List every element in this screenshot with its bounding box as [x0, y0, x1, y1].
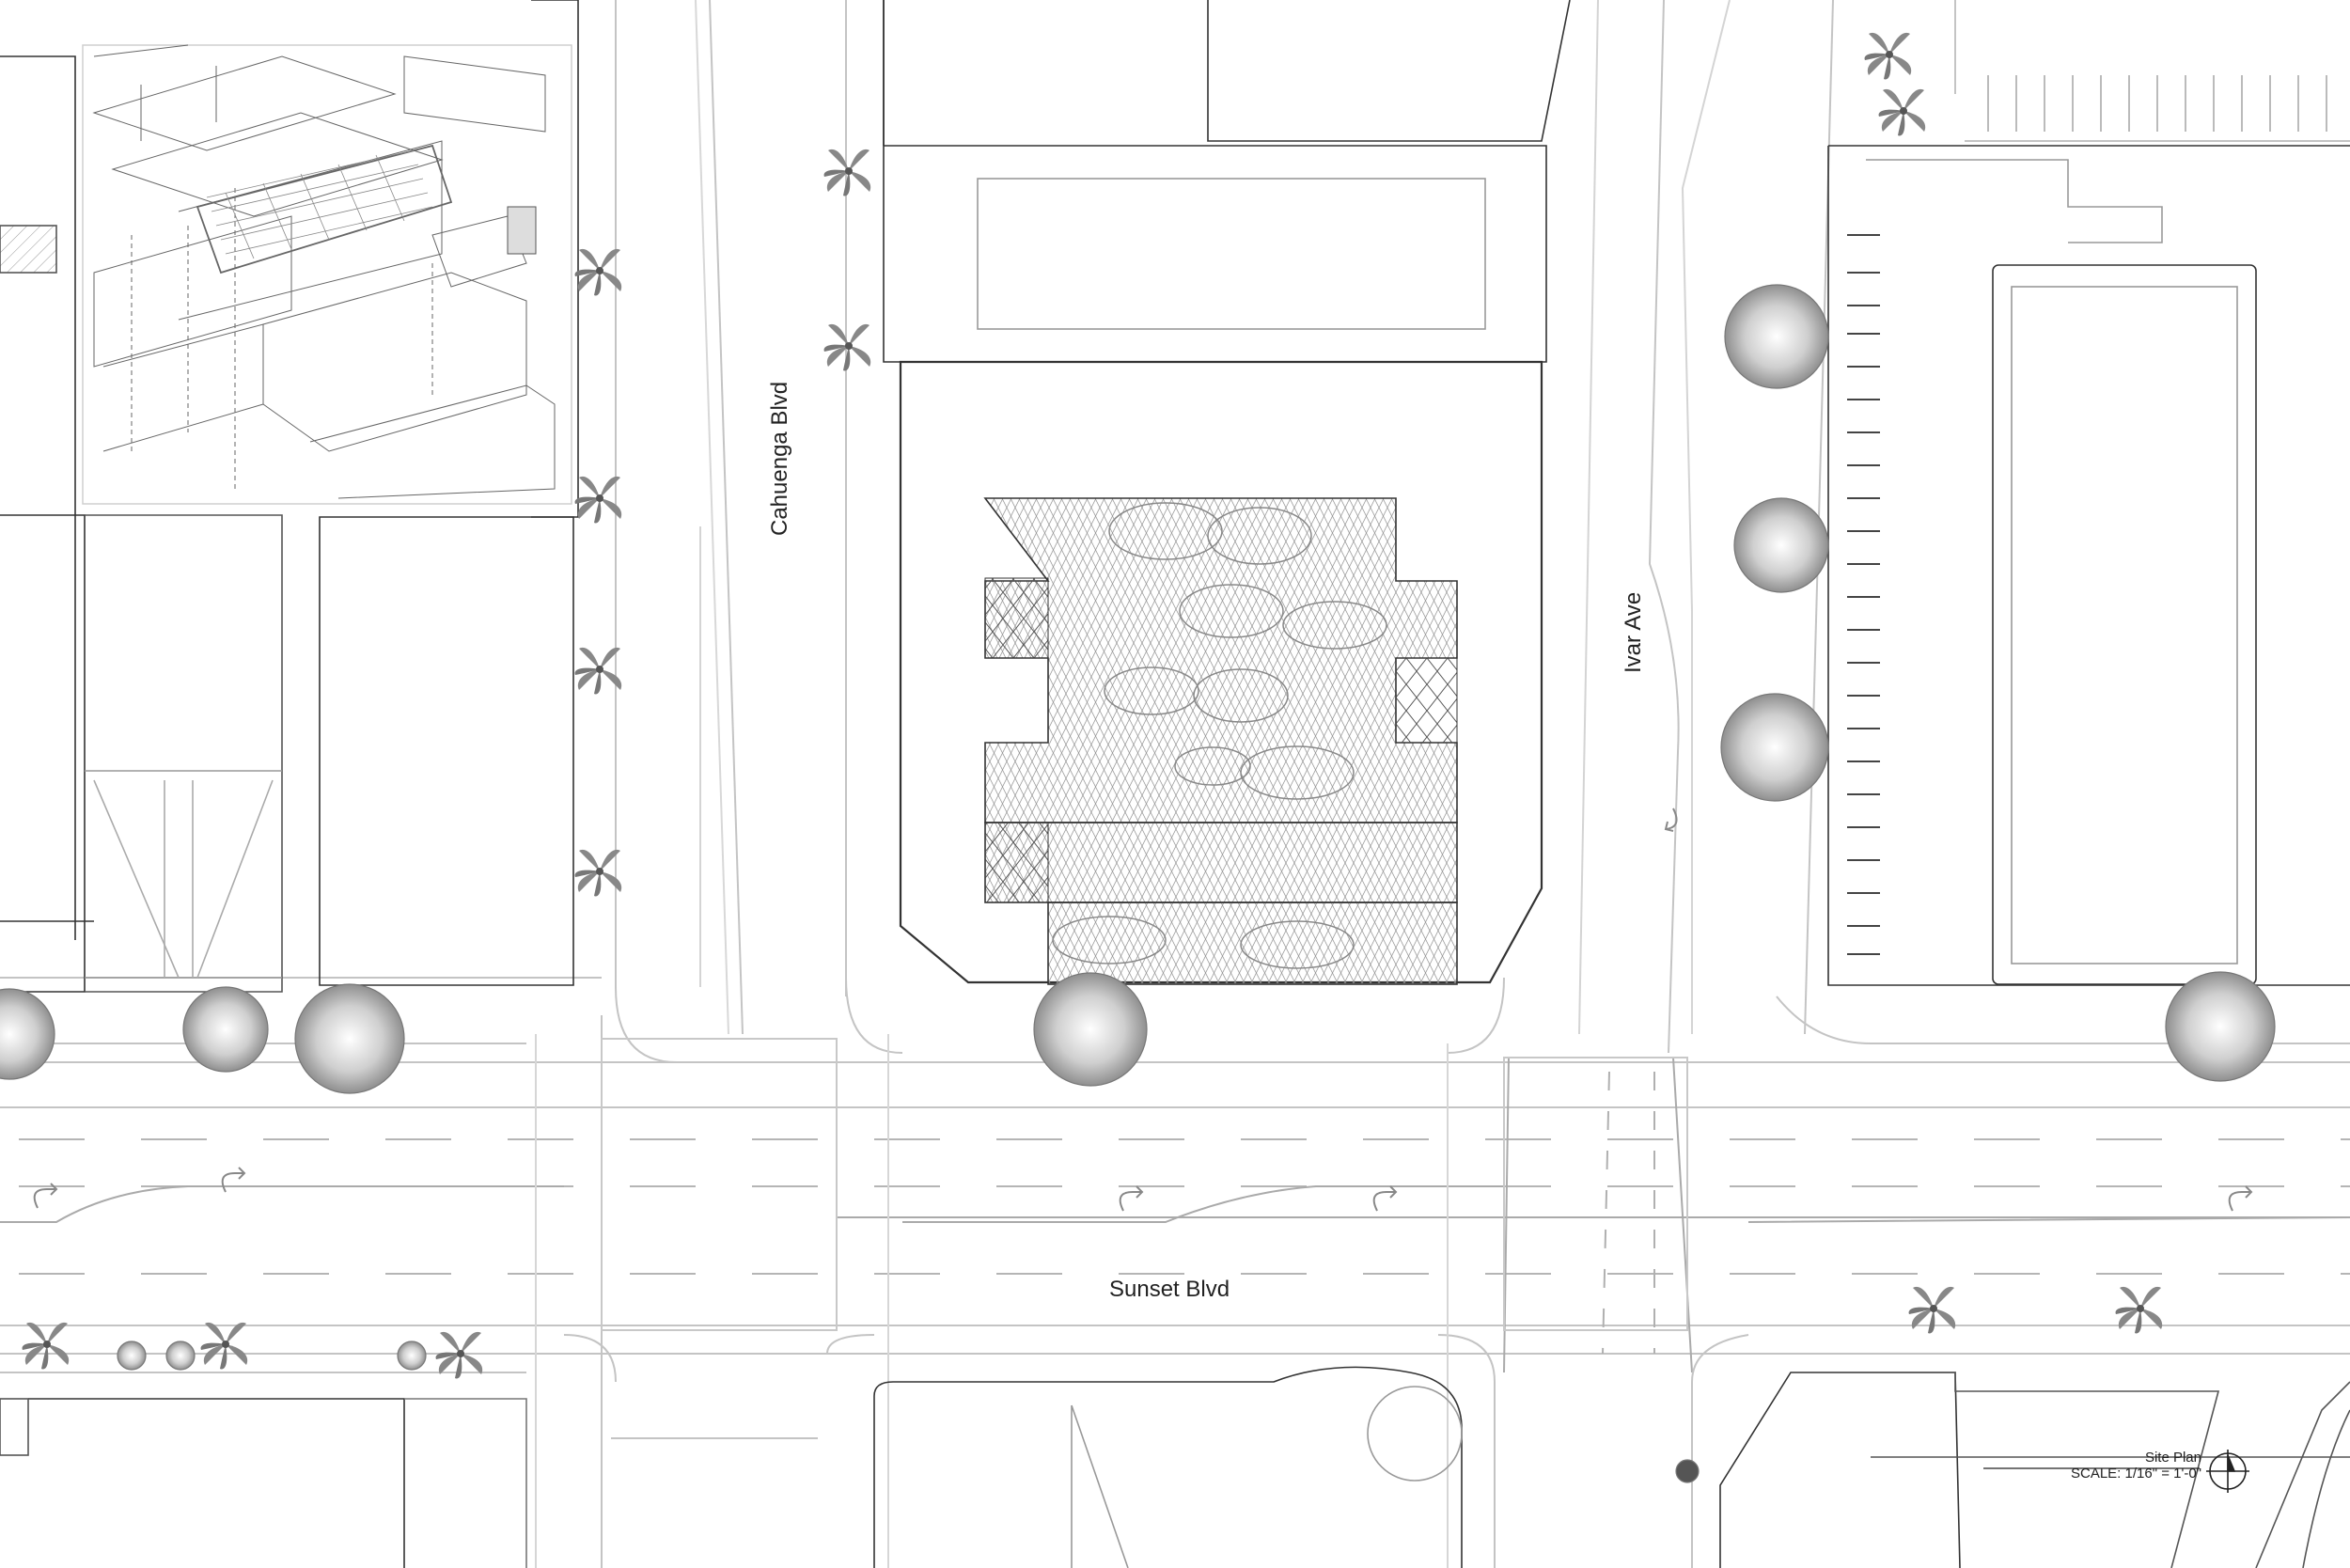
site-plan-title: Site Plan [2144, 1450, 2201, 1466]
turn-arrow-icon [33, 808, 2253, 1212]
north-arrow-icon [1983, 1450, 2249, 1493]
site-plan-title-block: Site Plan SCALE: 1/16" = 1'-0" [1993, 1450, 2201, 1482]
parking-stalls [1847, 234, 1880, 955]
crosswalks [601, 1038, 1688, 1331]
top-right-stalls [1987, 75, 2327, 132]
axonometric-inset [82, 44, 572, 505]
site-plan-scale: SCALE: 1/16" = 1'-0" [2070, 1466, 2201, 1482]
street-label-cahuenga: Cahuenga Blvd [767, 381, 792, 536]
tree-canopies [0, 284, 2276, 1483]
street-label-ivar: Ivar Ave [1621, 591, 1646, 673]
plaza-paving [983, 497, 1458, 985]
street-label-sunset: Sunset Blvd [1109, 1277, 1230, 1302]
